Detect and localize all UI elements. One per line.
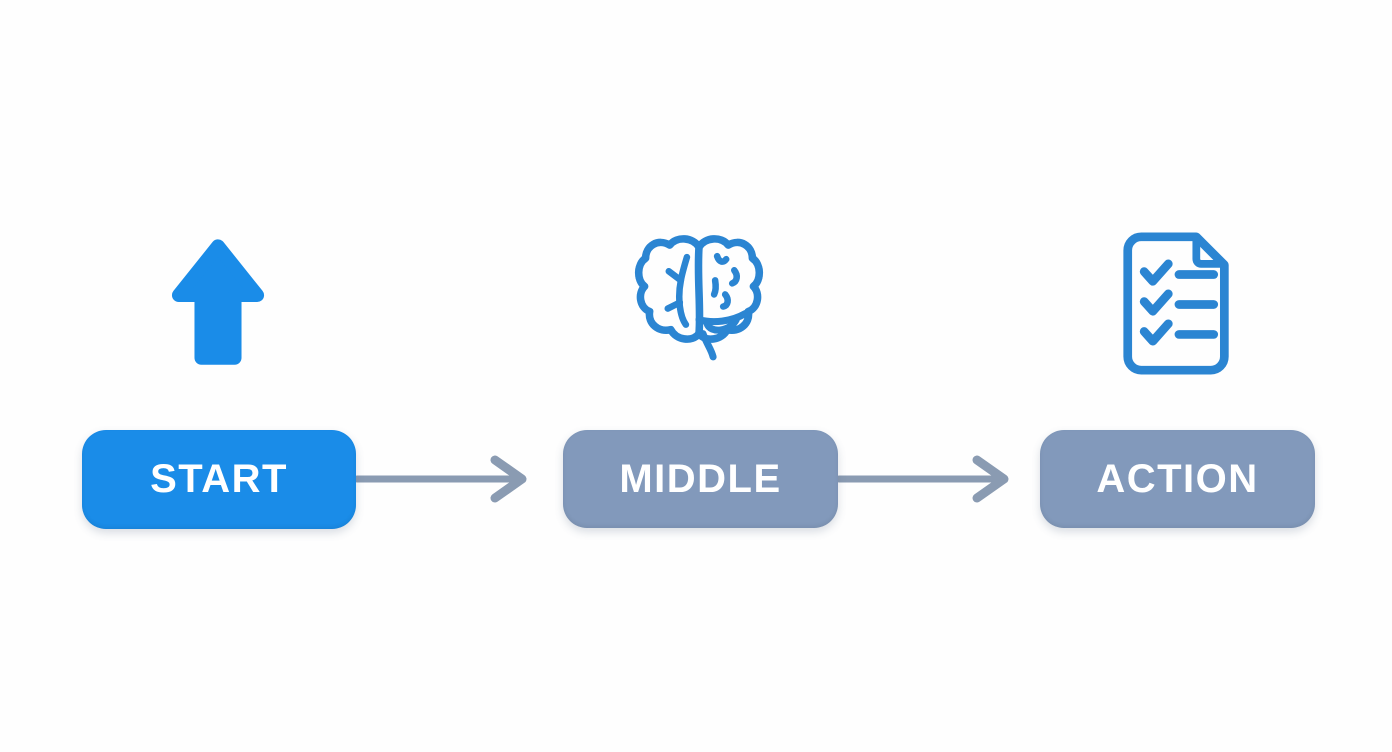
step-node-middle: MIDDLE	[563, 430, 838, 528]
step-node-start: START	[82, 430, 356, 529]
arrow-right-connector	[836, 455, 1009, 503]
step-label: ACTION	[1096, 456, 1259, 501]
step-label: START	[150, 457, 288, 501]
step-node-action: ACTION	[1040, 430, 1315, 528]
arrow-up-icon	[171, 239, 265, 365]
brain-icon	[634, 235, 764, 361]
checklist-document-icon	[1123, 232, 1229, 375]
step-label: MIDDLE	[619, 456, 782, 501]
arrow-right-connector	[354, 455, 527, 503]
